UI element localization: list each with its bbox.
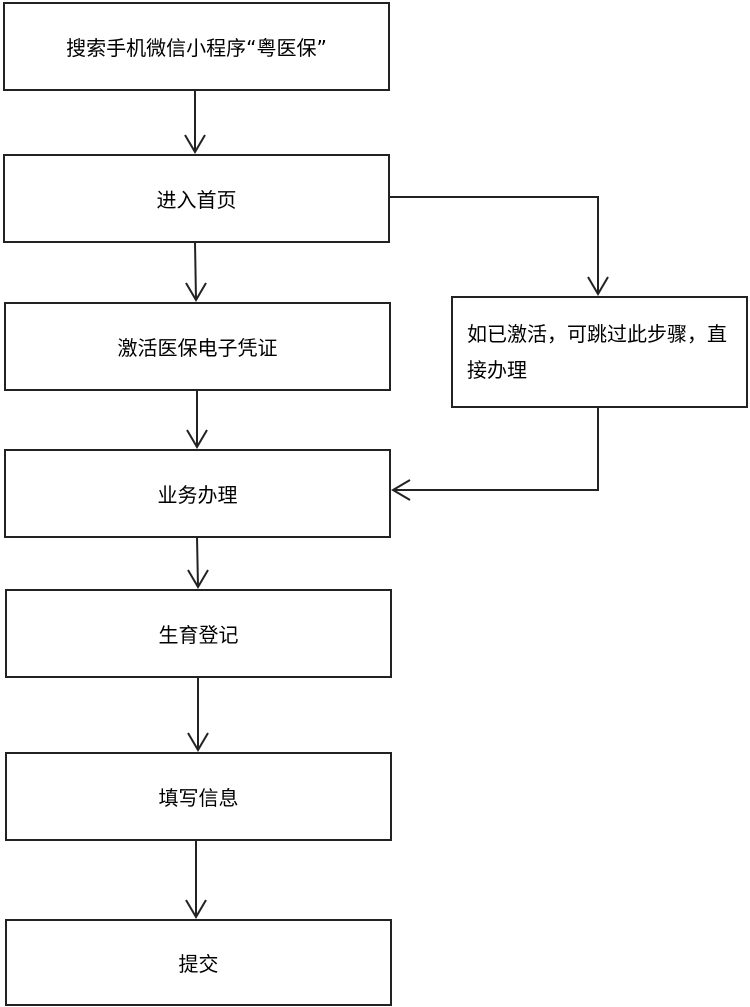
step-label: 生育登记 [158, 623, 239, 647]
arrow-step2-to-step3 [185, 241, 207, 302]
step-fill-information: 填写信息 [5, 752, 392, 841]
step-maternity-registration: 生育登记 [5, 589, 392, 678]
step-label: 激活医保电子凭证 [117, 336, 278, 360]
step-label: 提交 [178, 952, 219, 976]
arrow-step4-to-step5 [187, 536, 209, 589]
side-note-skip-activation: 如已激活，可跳过此步骤，直接办理 [451, 296, 748, 408]
step-activate-e-voucher: 激活医保电子凭证 [4, 302, 391, 391]
arrow-step1-to-step2 [184, 90, 206, 154]
arrow-step2-to-side-note [390, 196, 609, 296]
step-label: 业务办理 [157, 483, 238, 507]
arrow-side-note-to-step4 [391, 407, 599, 501]
arrow-step3-to-step4 [186, 390, 208, 449]
step-business-handling: 业务办理 [4, 449, 391, 538]
step-label: 填写信息 [158, 786, 239, 810]
step-enter-homepage: 进入首页 [3, 154, 390, 243]
side-note-text: 如已激活，可跳过此步骤，直接办理 [467, 322, 727, 382]
step-label: 进入首页 [156, 188, 237, 212]
step-search-mini-program: 搜索手机微信小程序“粤医保” [3, 2, 390, 91]
arrow-step6-to-step7 [185, 840, 207, 919]
step-submit: 提交 [5, 919, 392, 1006]
arrow-step5-to-step6 [187, 677, 209, 752]
step-label: 搜索手机微信小程序“粤医保” [66, 36, 327, 60]
